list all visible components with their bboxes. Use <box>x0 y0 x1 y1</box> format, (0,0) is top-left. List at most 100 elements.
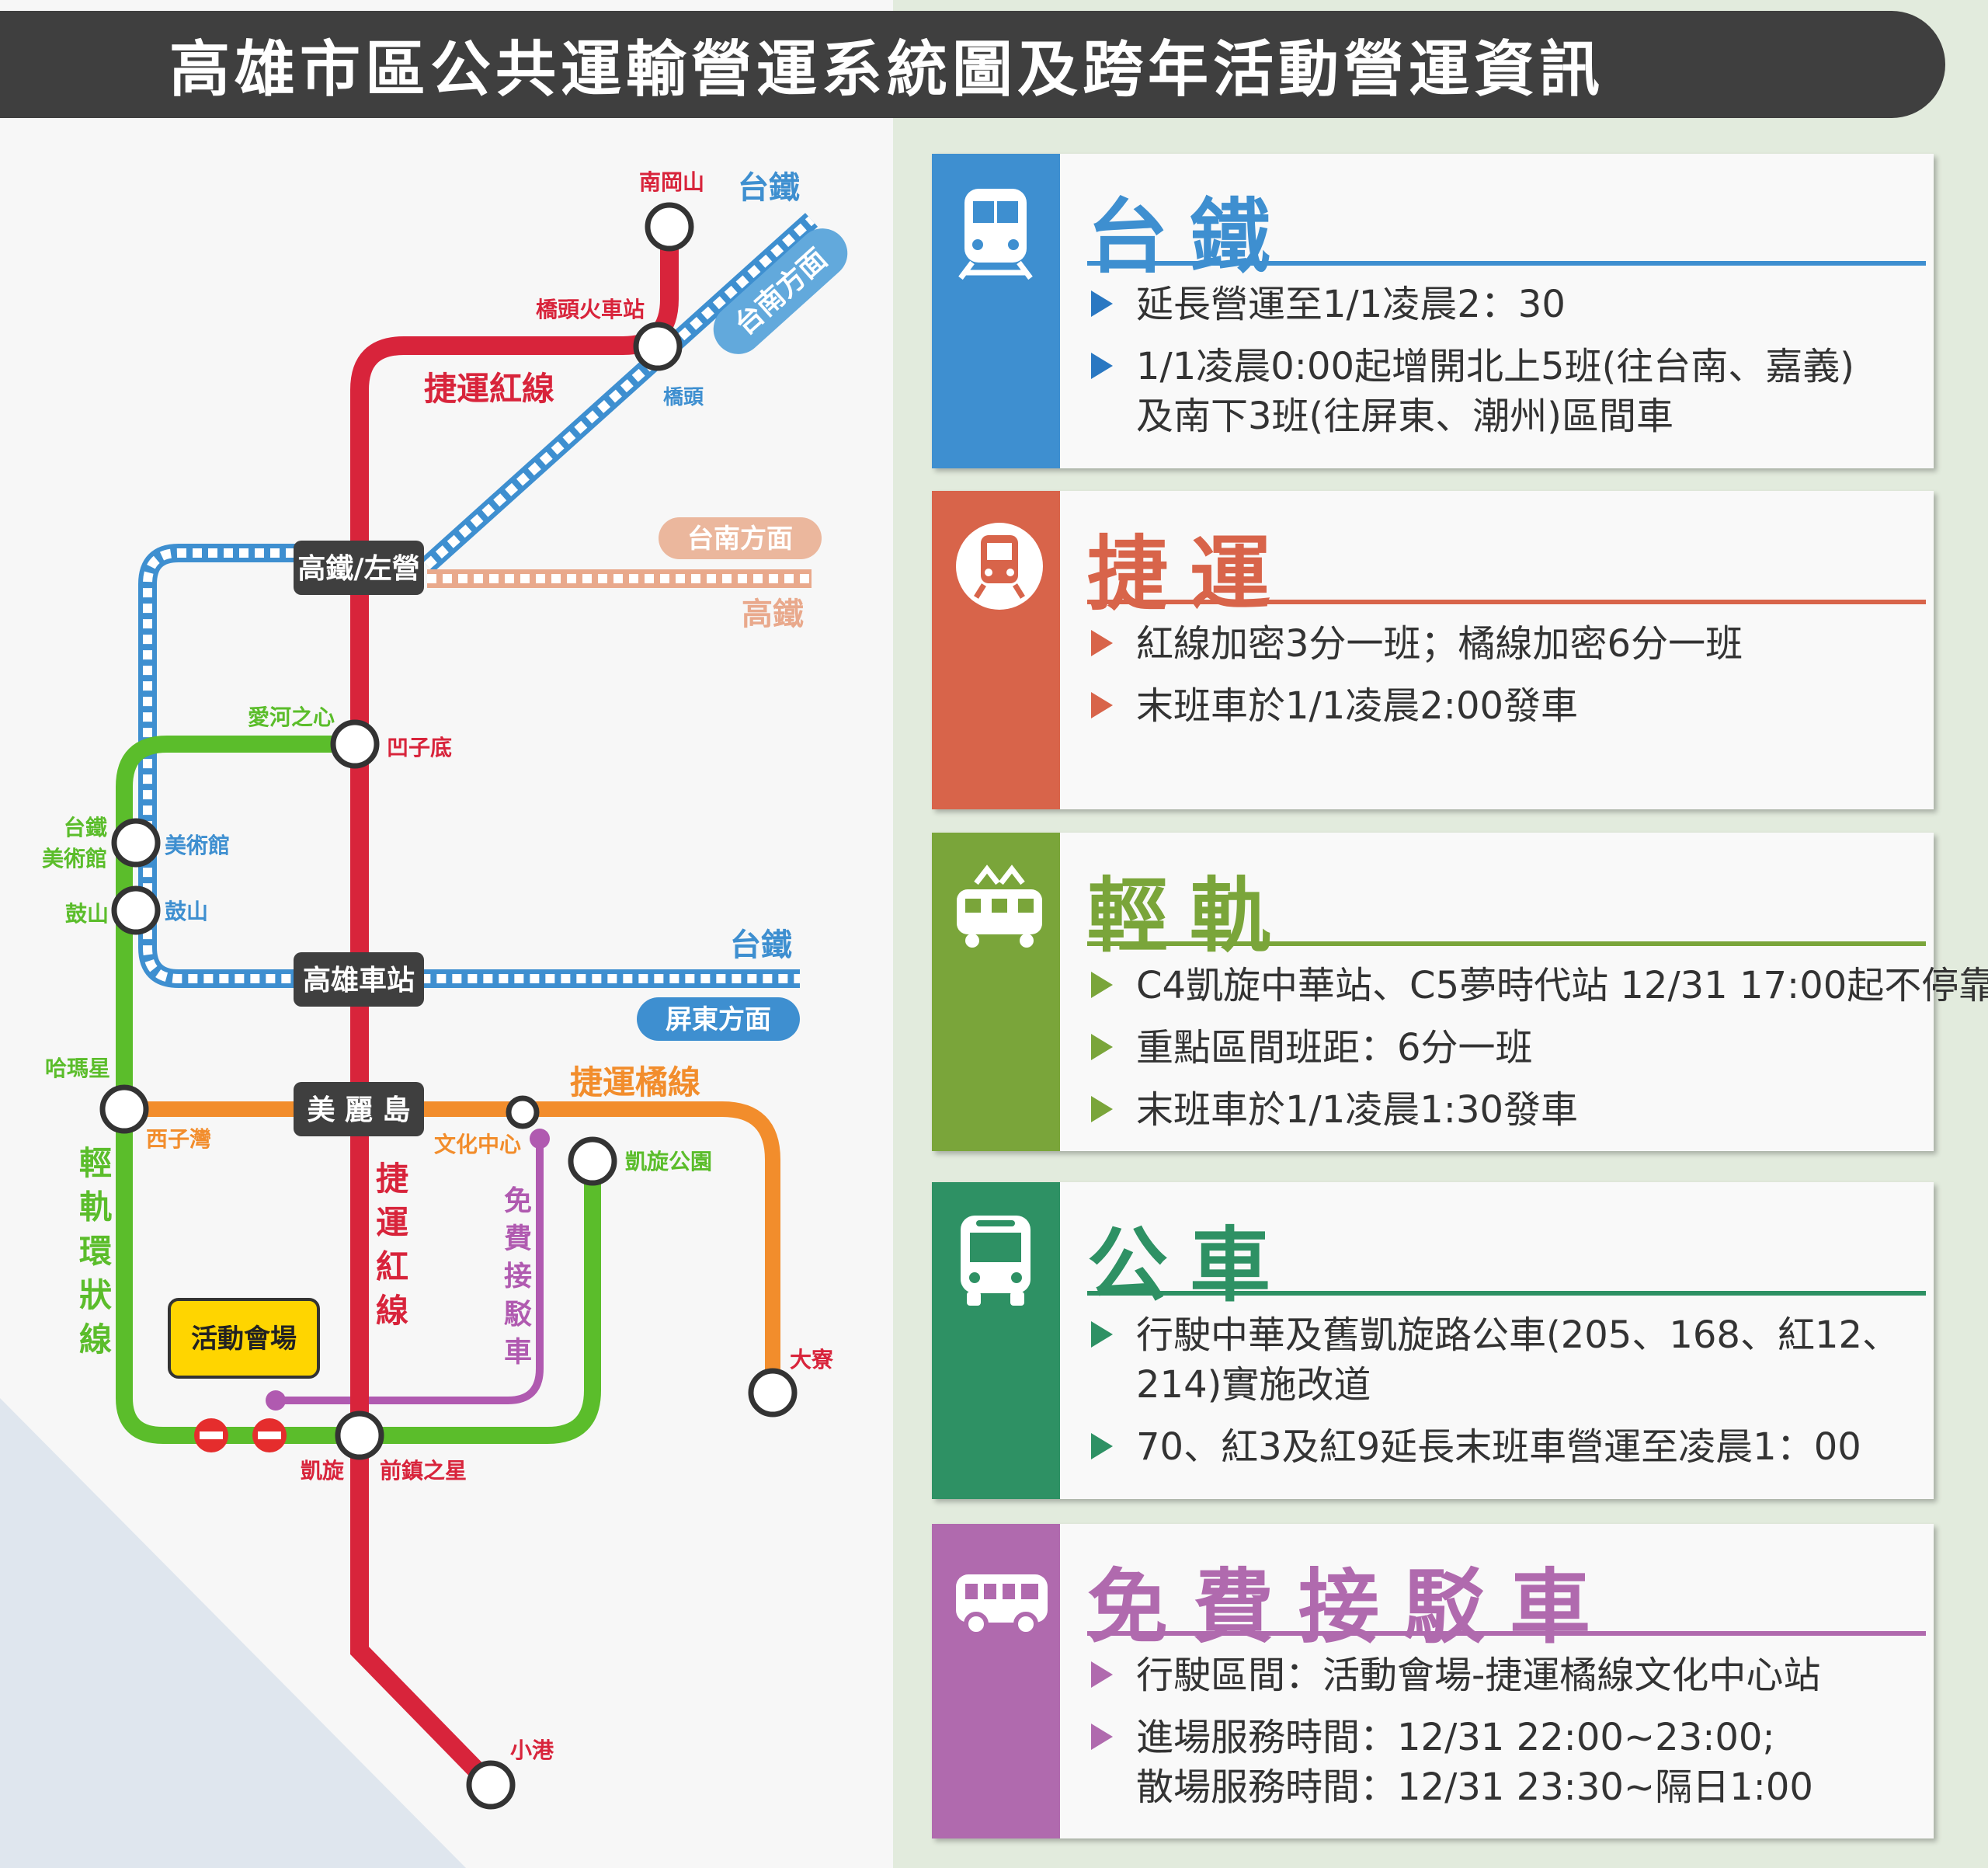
label-gushan-lrt: 鼓山 <box>65 901 109 927</box>
corner-decoration <box>0 1398 466 1868</box>
station-daliao[interactable] <box>748 1368 798 1418</box>
label-qianzhen-star: 前鎮之星 <box>380 1458 467 1484</box>
transit-map: 高鐵/左營 高雄車站 美 麗 島 活動會場 台南方面 台南方面 屏東方面 南岡山… <box>42 169 848 1810</box>
tra-loop-line <box>138 544 800 988</box>
info-item-line: 行駛中華及舊凱旋路公車(205、168、紅12、 <box>1136 1313 1900 1357</box>
label-tra-museum-1: 台鐵 <box>64 815 107 840</box>
info-item-line: 進場服務時間：12/31 22:00~23:00; <box>1136 1716 1775 1759</box>
card-shuttle-heading: 免費接駁車 <box>1087 1560 1616 1654</box>
info-item-line: 214)實施改道 <box>1136 1363 1371 1407</box>
page-title: 高雄市區公共運輸營運系統圖及跨年活動營運資訊 <box>169 35 1605 105</box>
info-item-line: 行駛區間：活動會場-捷運橘線文化中心站 <box>1136 1654 1821 1697</box>
info-item: 1/1凌晨0:00起增開北上5班(往台南、嘉義)及南下3班(往屏東、潮州)區間車 <box>1091 342 1926 441</box>
info-item-line: 70、紅3及紅9延長末班車營運至凌晨1：00 <box>1136 1425 1861 1469</box>
station-box-kaohsiung-main[interactable]: 高雄車站 <box>294 952 424 1007</box>
station-nangangshan[interactable] <box>645 202 694 252</box>
no-entry-icon <box>194 1418 228 1452</box>
label-kaisyuan-park: 凱旋公園 <box>625 1149 712 1174</box>
bullet-triangle-icon <box>1091 1034 1113 1060</box>
card-lrt-heading: 輕軌 <box>1087 868 1293 963</box>
shuttle-bus-icon <box>956 1574 1048 1637</box>
title-bar: 高雄市區公共運輸營運系統圖及跨年活動營運資訊 <box>0 11 1945 118</box>
station-cultural-center[interactable] <box>506 1095 540 1129</box>
station-qianzhen-star[interactable] <box>335 1411 384 1460</box>
info-item: 末班車於1/1凌晨2:00發車 <box>1091 681 1926 731</box>
info-item-line: 重點區間班距：6分一班 <box>1136 1026 1533 1070</box>
station-hamasen[interactable] <box>99 1084 149 1134</box>
station-gushan[interactable] <box>111 885 161 935</box>
bullet-triangle-icon <box>1091 1724 1113 1750</box>
card-bus-rule <box>1087 1291 1926 1296</box>
card-shuttle: 免費接駁車 行駛區間：活動會場-捷運橘線文化中心站進場服務時間：12/31 22… <box>932 1524 1934 1838</box>
info-item: 70、紅3及紅9延長末班車營運至凌晨1：00 <box>1091 1422 1926 1472</box>
bullet-triangle-icon <box>1091 692 1113 718</box>
card-shuttle-band <box>932 1524 1060 1838</box>
label-museum: 美術館 <box>165 833 230 858</box>
label-kaohsiung-main: 高雄車站 <box>303 965 415 997</box>
shuttle-start-dot <box>266 1390 286 1411</box>
bullet-triangle-icon <box>1091 290 1113 317</box>
station-box-hsr-zuoying[interactable]: 高鐵/左營 <box>294 541 424 595</box>
bullet-triangle-icon <box>1091 353 1113 379</box>
station-aozidi[interactable] <box>330 719 380 769</box>
info-item-line: 紅線加密3分一班；橘線加密6分一班 <box>1136 622 1743 666</box>
label-lrt-vertical: 輕軌環狀線 <box>79 1144 112 1358</box>
card-lrt: 輕軌 C4凱旋中華站、C5夢時代站 12/31 17:00起不停靠重點區間班距：… <box>932 833 1988 1151</box>
label-love-river: 愛河之心 <box>248 704 335 730</box>
lrt-circular-line <box>116 736 601 1444</box>
card-shuttle-rule <box>1087 1631 1926 1636</box>
label-cultural-center: 文化中心 <box>434 1132 521 1157</box>
label-red-line-vertical: 捷運紅線 <box>376 1160 408 1330</box>
label-tra-museum-2: 美術館 <box>42 846 107 871</box>
label-hsr-zuoying: 高鐵/左營 <box>297 553 419 585</box>
svg-text:屏東方面: 屏東方面 <box>666 1004 771 1035</box>
metro-icon <box>956 523 1043 610</box>
card-mrt-list: 紅線加密3分一班；橘線加密6分一班末班車於1/1凌晨2:00發車 <box>1091 619 1926 743</box>
card-bus-list: 行駛中華及舊凱旋路公車(205、168、紅12、 214)實施改道 70、紅3及紅9… <box>1091 1310 1926 1484</box>
station-kaisyuan-park[interactable] <box>568 1136 617 1186</box>
label-formosa: 美 麗 島 <box>307 1094 410 1126</box>
card-tra-rule <box>1087 261 1926 266</box>
card-lrt-list: C4凱旋中華站、C5夢時代站 12/31 17:00起不停靠重點區間班距：6分一… <box>1091 961 1988 1147</box>
event-venue[interactable]: 活動會場 <box>168 1298 320 1379</box>
info-item-line: 末班車於1/1凌晨2:00發車 <box>1136 684 1579 728</box>
svg-text:台南方面: 台南方面 <box>687 524 793 555</box>
bullet-triangle-icon <box>1091 1661 1113 1688</box>
bus-icon <box>961 1216 1030 1306</box>
card-mrt-heading: 捷運 <box>1087 527 1293 621</box>
card-mrt: 捷運 紅線加密3分一班；橘線加密6分一班末班車於1/1凌晨2:00發車 <box>932 491 1934 809</box>
mrt-red-line <box>350 227 679 1792</box>
info-item-line: C4凱旋中華站、C5夢時代站 12/31 17:00起不停靠 <box>1136 964 1988 1007</box>
label-aozidi: 凹子底 <box>387 735 452 760</box>
shuttle-end-dot <box>530 1129 550 1149</box>
station-siaogang[interactable] <box>466 1760 516 1810</box>
label-qiaotou: 橋頭 <box>663 386 704 409</box>
no-entry-icon <box>252 1418 287 1452</box>
mrt-orange-line <box>124 1101 780 1390</box>
card-tra-band <box>932 154 1060 468</box>
label-hsr: 高鐵 <box>742 597 804 632</box>
info-item-line: 及南下3班(往屏東、潮州)區間車 <box>1136 395 1673 438</box>
info-item-line: 散場服務時間：12/31 23:30~隔日1:00 <box>1136 1765 1813 1809</box>
info-item: 末班車於1/1凌晨1:30發車 <box>1091 1085 1926 1135</box>
label-gushan-tra: 鼓山 <box>165 899 208 924</box>
station-qiaotou[interactable] <box>633 322 683 371</box>
label-tra-east: 台鐵 <box>730 927 792 963</box>
card-mrt-band <box>932 491 1060 809</box>
shuttle-route <box>276 1139 544 1404</box>
pingtung-direction-badge: 屏東方面 <box>637 997 800 1041</box>
tram-icon <box>957 864 1042 948</box>
info-item: 重點區間班距：6分一班 <box>1091 1023 1926 1073</box>
bullet-triangle-icon <box>1091 1433 1113 1459</box>
card-bus: 公車 行駛中華及舊凱旋路公車(205、168、紅12、 214)實施改道 70、紅3… <box>932 1182 1934 1499</box>
label-siaogang: 小港 <box>510 1738 554 1763</box>
tra-north-line <box>420 213 818 572</box>
card-bus-band <box>932 1182 1060 1499</box>
station-museum[interactable] <box>111 818 161 868</box>
label-nangangshan: 南岡山 <box>639 169 704 195</box>
card-bus-heading: 公車 <box>1087 1218 1293 1313</box>
train-icon <box>958 189 1033 280</box>
station-box-formosa[interactable]: 美 麗 島 <box>294 1082 424 1136</box>
